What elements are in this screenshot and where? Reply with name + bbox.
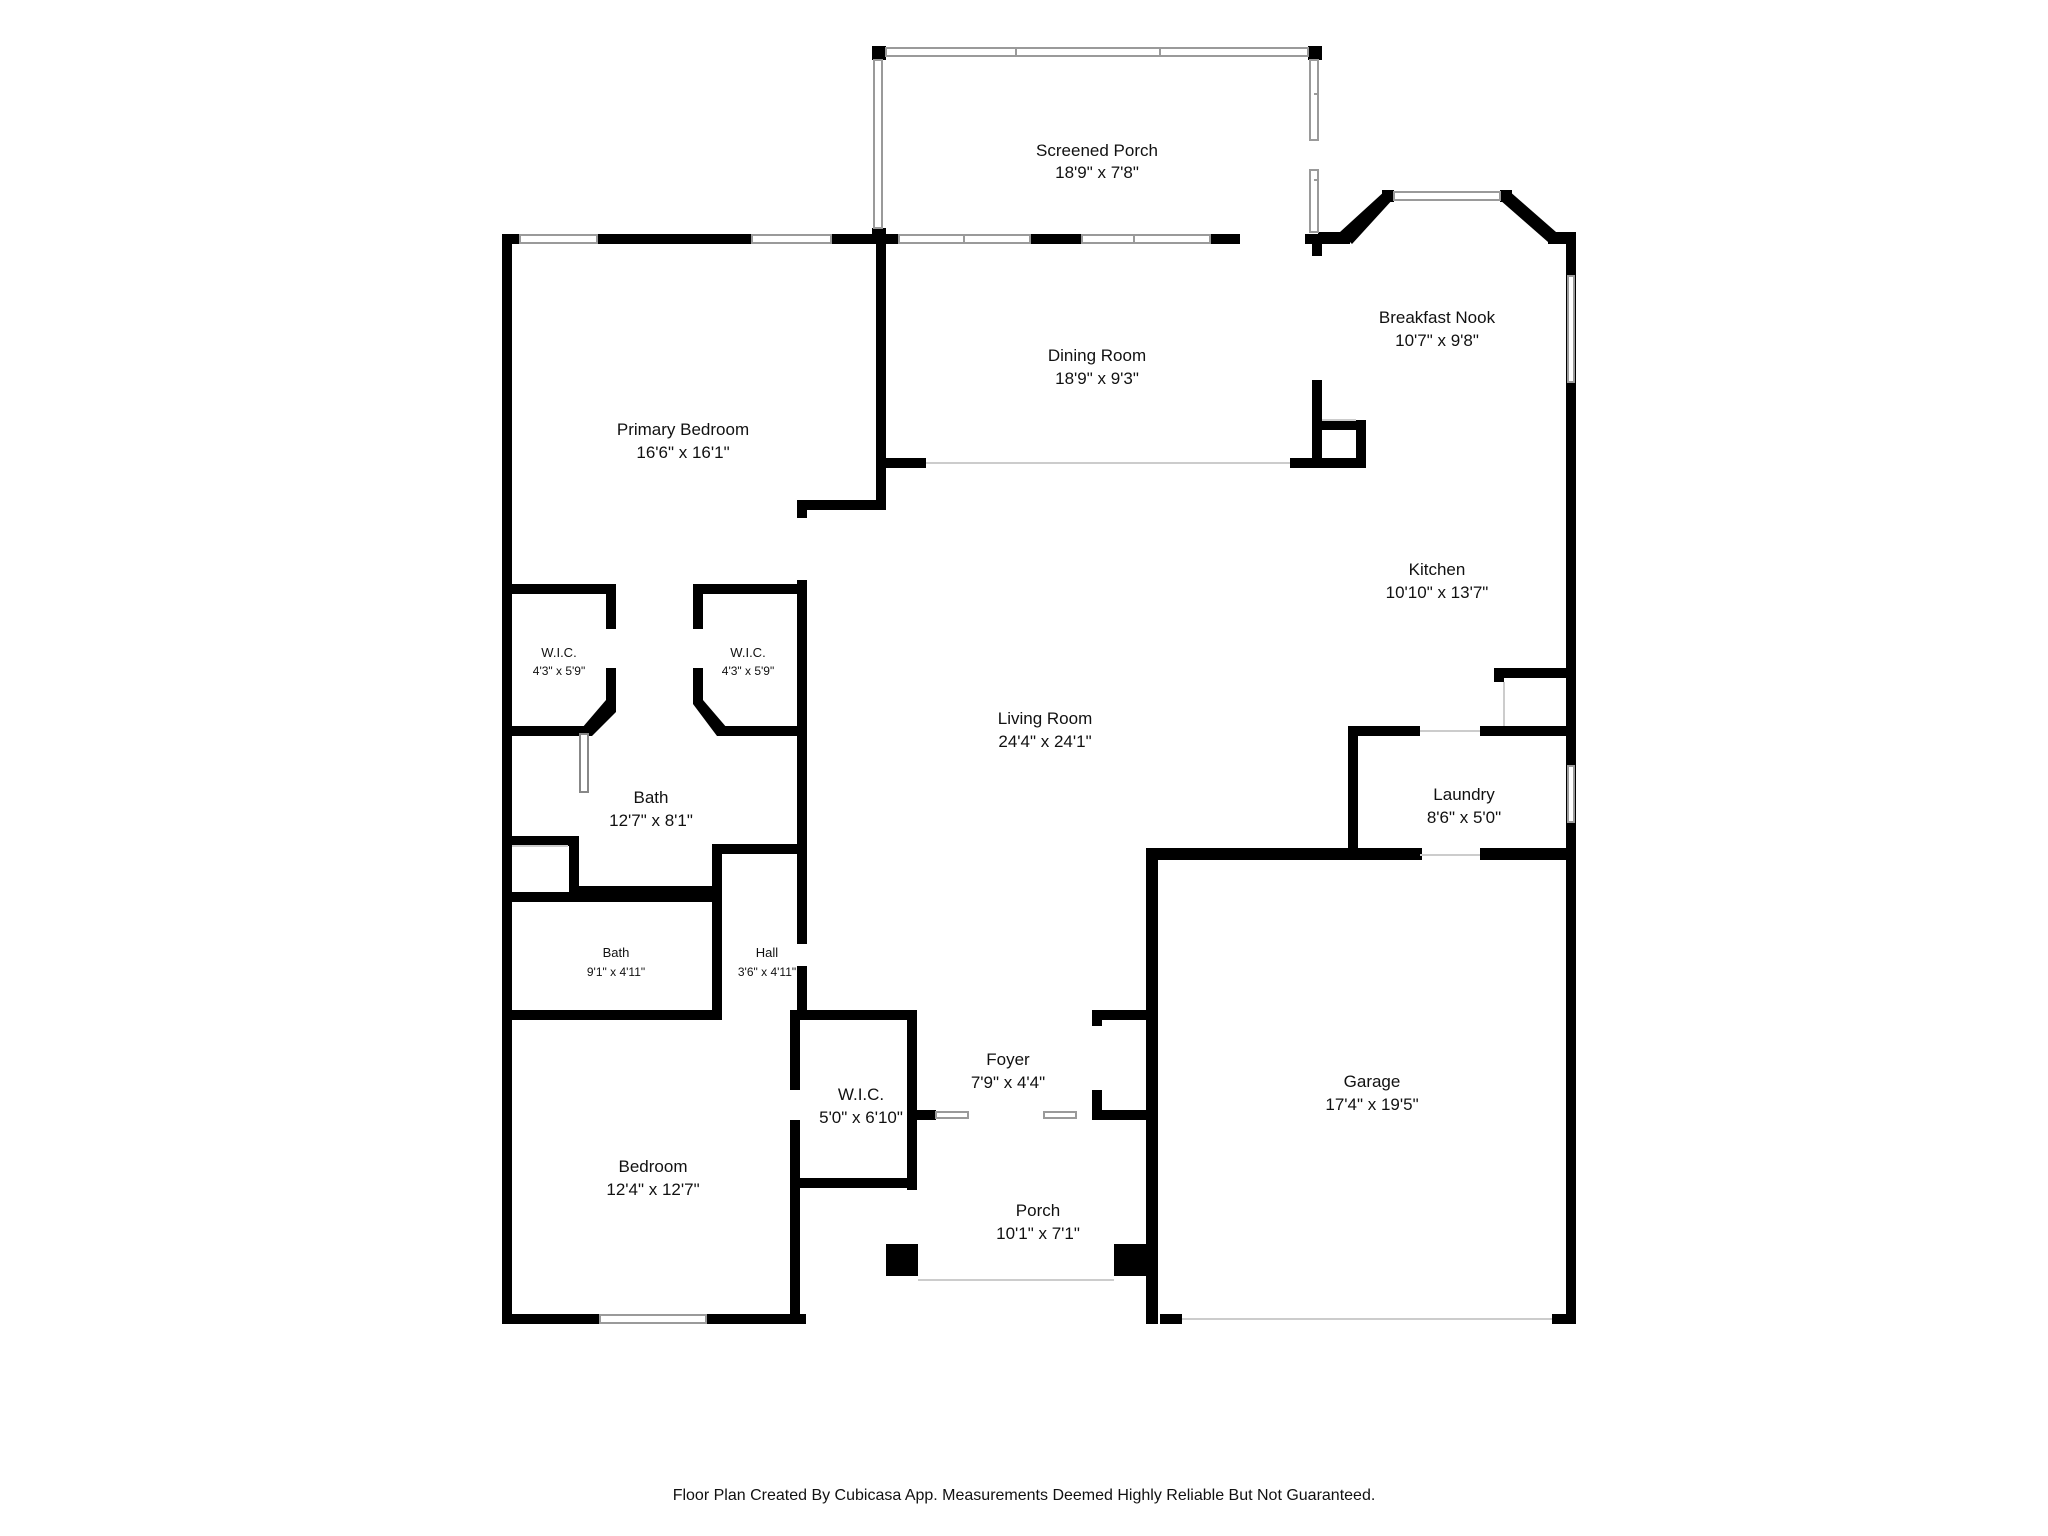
- room-name: Breakfast Nook: [1379, 308, 1496, 327]
- shower-door: [579, 733, 589, 793]
- room-labels: Screened Porch 18'9" x 7'8" Dining Room …: [533, 141, 1501, 1243]
- room-dimensions: 4'3" x 5'9": [722, 664, 774, 678]
- room-dimensions: 12'7" x 8'1": [609, 811, 693, 830]
- room-dining-room: Dining Room 18'9" x 9'3": [1048, 346, 1146, 388]
- windows: [519, 47, 1575, 1324]
- room-name: Kitchen: [1409, 560, 1466, 579]
- room-name: Garage: [1344, 1072, 1401, 1091]
- room-name: Bath: [634, 788, 669, 807]
- thin-lines: [512, 419, 1552, 1320]
- room-name: Dining Room: [1048, 346, 1146, 365]
- room-foyer: Foyer 7'9" x 4'4": [971, 1050, 1045, 1092]
- room-hall: Hall 3'6" x 4'11": [738, 945, 796, 979]
- room-bath-hall: Bath 9'1" x 4'11": [587, 945, 645, 979]
- room-dimensions: 12'4" x 12'7": [606, 1180, 699, 1199]
- room-laundry: Laundry 8'6" x 5'0": [1427, 785, 1501, 827]
- room-dimensions: 10'10" x 13'7": [1386, 583, 1489, 602]
- room-breakfast-nook: Breakfast Nook 10'7" x 9'8": [1379, 308, 1496, 350]
- room-kitchen: Kitchen 10'10" x 13'7": [1386, 560, 1489, 602]
- room-dimensions: 10'7" x 9'8": [1395, 331, 1479, 350]
- room-name: Bath: [603, 945, 630, 960]
- room-bedroom: Bedroom 12'4" x 12'7": [606, 1157, 699, 1199]
- room-dimensions: 17'4" x 19'5": [1325, 1095, 1418, 1114]
- room-dimensions: 16'6" x 16'1": [636, 443, 729, 462]
- room-wic-right: W.I.C. 4'3" x 5'9": [722, 645, 774, 678]
- room-wic-left: W.I.C. 4'3" x 5'9": [533, 645, 585, 678]
- room-name: W.I.C.: [838, 1085, 884, 1104]
- room-name: Laundry: [1433, 785, 1495, 804]
- window-mullions: [963, 48, 1318, 243]
- footer-disclaimer: Floor Plan Created By Cubicasa App. Meas…: [672, 1487, 1376, 1504]
- room-name: Foyer: [986, 1050, 1030, 1069]
- room-living-room: Living Room 24'4" x 24'1": [998, 709, 1093, 751]
- room-dimensions: 8'6" x 5'0": [1427, 808, 1501, 827]
- room-dimensions: 10'1" x 7'1": [996, 1224, 1080, 1243]
- room-name: Living Room: [998, 709, 1093, 728]
- room-bath-primary: Bath 12'7" x 8'1": [609, 788, 693, 830]
- room-name: Primary Bedroom: [617, 420, 749, 439]
- room-dimensions: 18'9" x 7'8": [1055, 163, 1139, 182]
- room-name: Screened Porch: [1036, 141, 1158, 160]
- room-primary-bedroom: Primary Bedroom 16'6" x 16'1": [617, 420, 749, 462]
- room-dimensions: 24'4" x 24'1": [998, 732, 1091, 751]
- room-dimensions: 7'9" x 4'4": [971, 1073, 1045, 1092]
- room-dimensions: 4'3" x 5'9": [533, 664, 585, 678]
- room-name: W.I.C.: [730, 645, 765, 660]
- room-name: Bedroom: [619, 1157, 688, 1176]
- walls: [502, 46, 1576, 1324]
- room-dimensions: 5'0" x 6'10": [819, 1108, 903, 1127]
- room-porch: Porch 10'1" x 7'1": [996, 1201, 1080, 1243]
- room-dimensions: 18'9" x 9'3": [1055, 369, 1139, 388]
- room-dimensions: 9'1" x 4'11": [587, 965, 645, 979]
- room-dimensions: 3'6" x 4'11": [738, 965, 796, 979]
- room-name: Porch: [1016, 1201, 1060, 1220]
- room-name: W.I.C.: [541, 645, 576, 660]
- room-name: Hall: [756, 945, 779, 960]
- room-screened-porch: Screened Porch 18'9" x 7'8": [1036, 141, 1158, 182]
- room-garage: Garage 17'4" x 19'5": [1325, 1072, 1418, 1114]
- room-wic-bedroom: W.I.C. 5'0" x 6'10": [819, 1085, 903, 1127]
